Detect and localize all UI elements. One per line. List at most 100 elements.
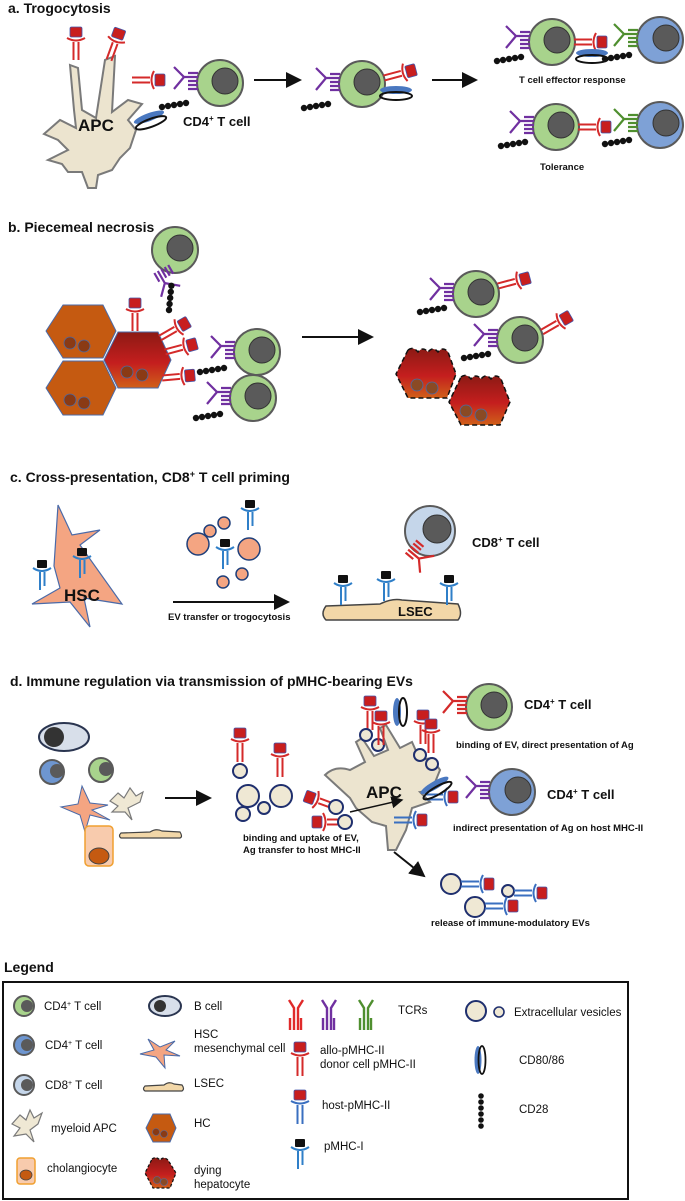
cd8-t-cell	[400, 505, 456, 574]
cd4-bottom-label: CD4+ T cell	[547, 787, 615, 802]
dying-hepatocyte	[103, 331, 172, 389]
legend-item-hc: HC	[145, 1113, 211, 1143]
legend-item-evs: Extracellular vesicles	[465, 1000, 622, 1022]
cholangiocyte-icon	[16, 1157, 36, 1185]
legend-item-dying-hepatocyte: dying hepatocyte	[144, 1157, 250, 1191]
legend-item-hsc: HSC mesenchymal cell	[139, 1029, 285, 1070]
lsec-label: LSEC	[398, 604, 433, 619]
legend-item-cd4-green: CD4+ T cell	[13, 995, 101, 1017]
b-cell-icon	[148, 995, 182, 1017]
apc-cell	[42, 54, 144, 189]
donor-cells-cluster	[38, 722, 183, 867]
panel-a-title: a. Trogocytosis	[8, 0, 111, 16]
svg-text:myeloid APC: myeloid APC	[51, 1123, 117, 1135]
svg-text:Extracellular vesicles: Extracellular vesicles	[514, 1007, 622, 1019]
release-label: release of immune-modulatory EVs	[431, 918, 590, 929]
legend-item-tcrs: TCRs	[287, 999, 428, 1030]
panel-b-title: b. Piecemeal necrosis	[8, 219, 155, 235]
myeloid-apc-icon	[11, 1108, 44, 1143]
panel-c-title: c. Cross-presentation, CD8+ T cell primi…	[10, 469, 290, 485]
legend-item-lsec: LSEC	[142, 1078, 224, 1092]
panel-b: b. Piecemeal necrosis	[8, 219, 577, 426]
svg-text:CD4+ T cell: CD4+ T cell	[44, 1001, 101, 1013]
indirect-presentation-label: indirect presentation of Ag on host MHC-…	[453, 823, 643, 834]
arrow-ag-transfer	[349, 796, 404, 813]
panel-c: c. Cross-presentation, CD8+ T cell primi…	[10, 469, 540, 628]
apc-label: APC	[78, 116, 114, 135]
effector-response-label: T cell effector response	[519, 75, 626, 86]
apc-label-d: APC	[366, 783, 402, 802]
legend-item-cd8: CD8+ T cell	[13, 1074, 102, 1096]
legend-item-allo-pmhc: allo-pMHC-II donor cell pMHC-II	[290, 1041, 416, 1077]
svg-text:donor cell pMHC-II: donor cell pMHC-II	[320, 1059, 416, 1071]
legend: Legend CD4+ T cell CD4+ T cell CD8+ T ce…	[2, 959, 629, 1200]
legend-item-cd28: CD28	[478, 1093, 548, 1129]
cd8-label: CD8+ T cell	[472, 535, 540, 550]
cd80-86-on-apc	[393, 697, 408, 727]
svg-text:mesenchymal cell: mesenchymal cell	[194, 1043, 285, 1055]
cd8-t-cell-icon	[13, 1074, 35, 1096]
svg-text:CD80/86: CD80/86	[519, 1055, 564, 1067]
hsc-icon	[139, 1038, 181, 1070]
necrotic-hepatocytes	[395, 347, 511, 426]
svg-text:host-pMHC-II: host-pMHC-II	[322, 1100, 390, 1112]
legend-item-host-pmhc: host-pMHC-II	[290, 1089, 390, 1125]
cd4-label: CD4+ T cell	[183, 114, 251, 129]
panel-d-title: d. Immune regulation via transmission of…	[10, 673, 413, 689]
apc-cell-d	[323, 723, 442, 851]
released-evs	[440, 873, 548, 918]
svg-text:TCRs: TCRs	[398, 1005, 428, 1017]
legend-item-cholangiocyte: cholangiocyte	[16, 1157, 117, 1185]
svg-text:allo-pMHC-II: allo-pMHC-II	[320, 1045, 385, 1057]
hsc-cell	[31, 504, 124, 628]
svg-text:CD4+ T cell: CD4+ T cell	[45, 1040, 102, 1052]
t-cell-acquired-mhc	[300, 59, 420, 112]
cd4-t-cell	[158, 59, 244, 111]
tolerance-pair	[497, 101, 684, 151]
legend-item-b-cell: B cell	[148, 995, 222, 1017]
svg-text:B cell: B cell	[194, 1001, 222, 1013]
svg-text:dying: dying	[194, 1165, 222, 1177]
extracellular-vesicles-icon	[465, 1000, 505, 1022]
pmhc-i-icon	[290, 1138, 310, 1170]
cd80-86-icon	[474, 1045, 487, 1075]
legend-item-pmhc-i: pMHC-I	[290, 1138, 364, 1170]
cd28-icon	[478, 1093, 484, 1129]
lsec-icon	[142, 1082, 185, 1092]
uptake-label-line1: binding and uptake of EV,	[243, 833, 359, 844]
svg-text:pMHC-I: pMHC-I	[324, 1141, 364, 1153]
host-pmhc-ii-icon	[290, 1089, 310, 1125]
svg-text:cholangiocyte: cholangiocyte	[47, 1163, 117, 1175]
tolerance-label: Tolerance	[540, 162, 584, 173]
hc-icon	[145, 1113, 177, 1143]
svg-text:CD8+ T cell: CD8+ T cell	[45, 1080, 102, 1092]
legend-title: Legend	[4, 959, 54, 975]
legend-item-myeloid-apc: myeloid APC	[11, 1108, 117, 1143]
svg-text:LSEC: LSEC	[194, 1078, 224, 1090]
cd4-blue-t-cell-icon	[13, 1034, 35, 1056]
arrow-d-release	[393, 851, 426, 878]
legend-item-cd4-blue: CD4+ T cell	[13, 1034, 102, 1056]
pmhc-bearing-evs	[230, 727, 353, 832]
svg-text:CD28: CD28	[519, 1104, 548, 1116]
allo-pmhc-ii-icon	[290, 1041, 310, 1077]
ev-transfer-label: EV transfer or trogocytosis	[168, 612, 290, 623]
svg-text:HC: HC	[194, 1118, 211, 1130]
tcrs-icon	[287, 999, 375, 1030]
legend-item-cd80: CD80/86	[474, 1045, 564, 1075]
lsec-cell	[322, 598, 462, 621]
cd4-t-cell-direct	[441, 683, 513, 731]
svg-text:HSC: HSC	[194, 1029, 218, 1041]
ev-cluster	[186, 499, 261, 589]
legend-box	[2, 981, 629, 1200]
direct-presentation-label: binding of EV, direct presentation of Ag	[456, 740, 634, 751]
panel-d: d. Immune regulation via transmission of…	[10, 673, 643, 929]
dying-hepatocyte-icon	[144, 1157, 177, 1189]
cd4-t-cell-indirect	[464, 768, 536, 816]
hsc-label: HSC	[64, 586, 100, 605]
cd4-green-t-cell-icon	[13, 995, 35, 1017]
hepatocyte-hexagons	[45, 304, 172, 416]
uptake-label-line2: Ag transfer to host MHC-II	[243, 845, 361, 856]
svg-text:hepatocyte: hepatocyte	[194, 1179, 250, 1191]
